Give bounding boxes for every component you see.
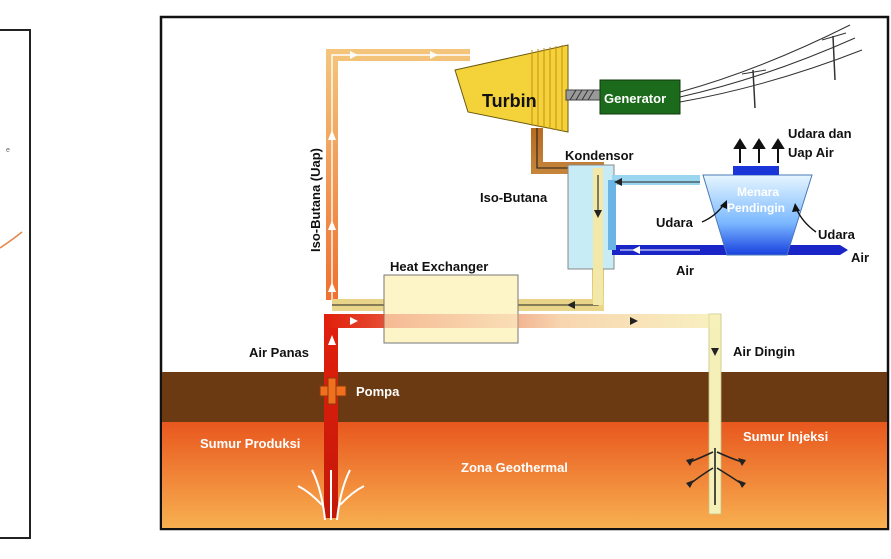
- isobutane-label: Iso-Butana: [480, 190, 548, 205]
- geothermal-zone: [162, 422, 887, 528]
- air-right-label: Udara: [818, 227, 856, 242]
- geothermal-zone-label: Zona Geothermal: [461, 460, 568, 475]
- production-well-pipe: [324, 318, 338, 518]
- production-well-label: Sumur Produksi: [200, 436, 300, 451]
- generator: [599, 79, 681, 115]
- heat-exchanger: [383, 274, 519, 344]
- power-lines: [679, 24, 863, 109]
- cooling-tower-fan: [733, 166, 779, 175]
- left-partial-panel: e: [0, 29, 31, 539]
- heat-exchanger-label: Heat Exchanger: [390, 259, 488, 274]
- cooling-tower-label-2: Pendingin: [727, 201, 785, 215]
- hot-water-label: Air Panas: [249, 345, 309, 360]
- condenser-label: Kondensor: [565, 148, 634, 163]
- cooling-tower-label-1: Menara: [737, 185, 779, 199]
- svg-text:e: e: [6, 147, 10, 154]
- generator-label: Generator: [604, 91, 666, 106]
- isobutane-vapor-label: Iso-Butana (Uap): [308, 148, 323, 252]
- pump-label: Pompa: [356, 384, 400, 399]
- turbine-label: Turbin: [482, 91, 537, 111]
- turbine: [454, 44, 569, 133]
- soil-layer: [162, 372, 887, 422]
- air-vapor-label-1: Udara dan: [788, 126, 852, 141]
- air-left-label: Udara: [656, 215, 694, 230]
- flow-arrows: [328, 51, 719, 356]
- injection-well-label: Sumur Injeksi: [743, 429, 828, 444]
- water-tower-label: Air: [851, 250, 869, 265]
- production-well-flow: [297, 469, 365, 521]
- condenser: [567, 164, 615, 270]
- water-label: Air: [676, 263, 694, 278]
- air-vapor-label-2: Uap Air: [788, 145, 834, 160]
- vapor-up-arrows: [733, 138, 785, 163]
- cold-water-label: Air Dingin: [733, 344, 795, 359]
